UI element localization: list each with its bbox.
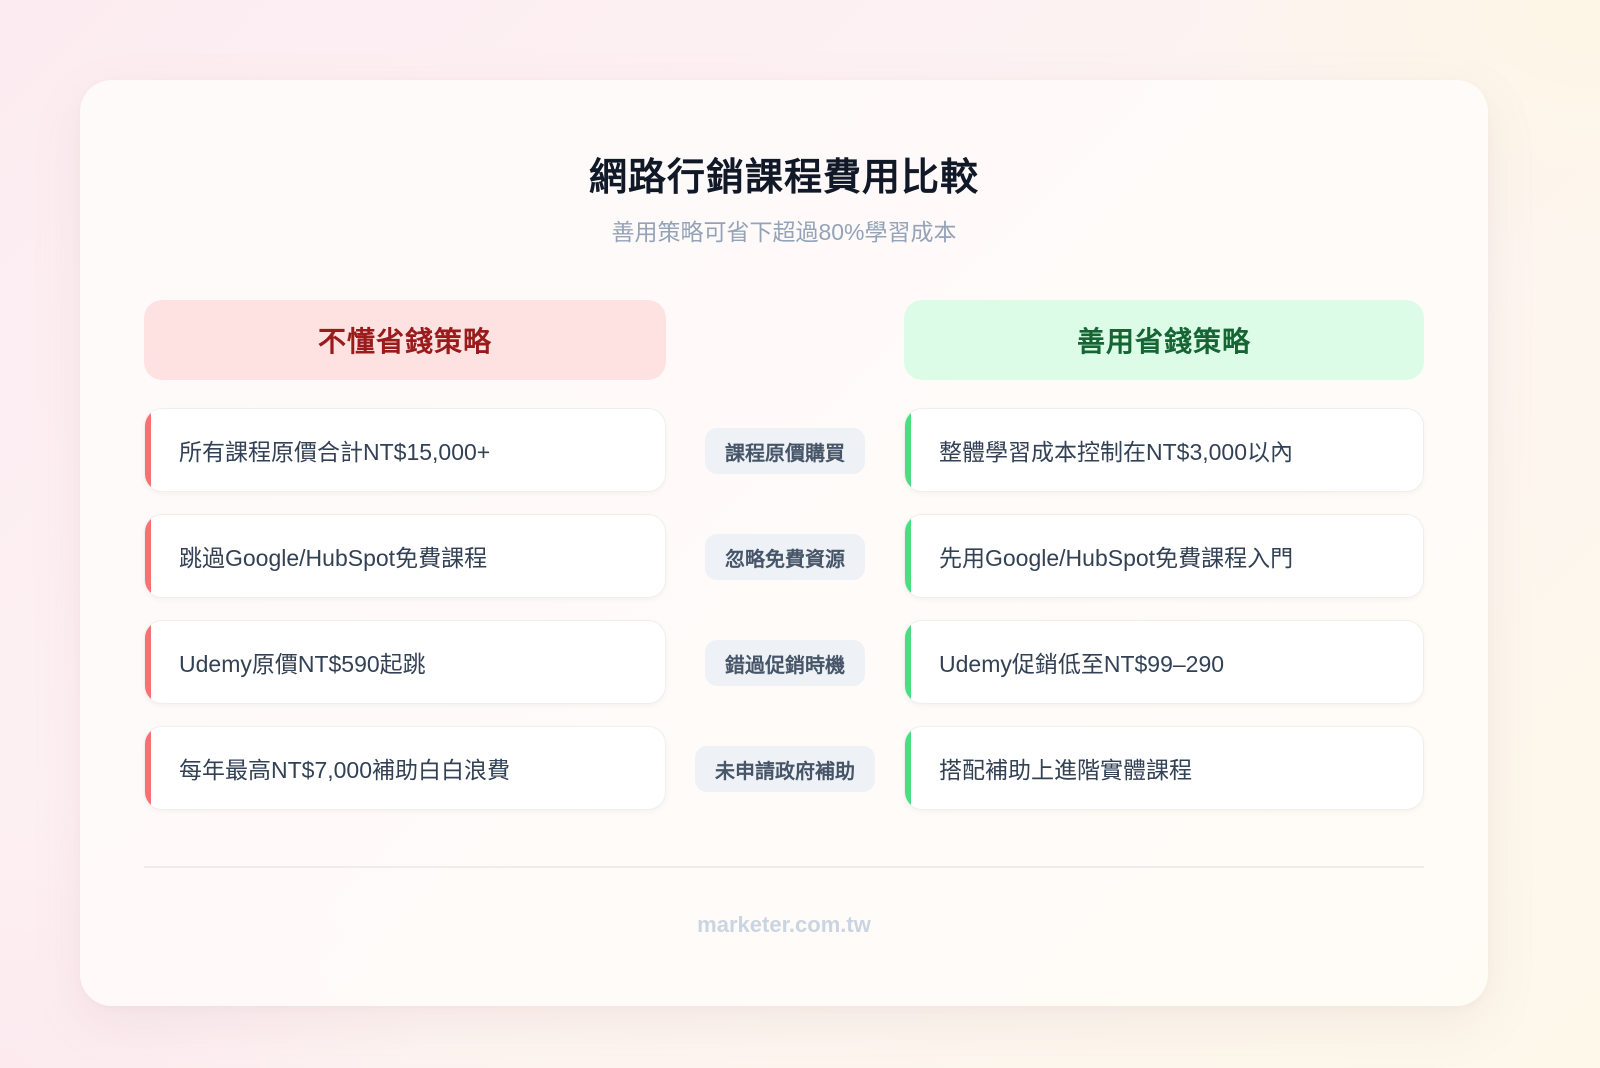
category-tag: 未申請政府補助 (695, 746, 875, 792)
footer-divider (144, 866, 1424, 868)
page-subtitle: 善用策略可省下超過80%學習成本 (611, 219, 957, 245)
column-header-without-strategy: 不懂省錢策略 (144, 300, 666, 380)
with-strategy-item: 整體學習成本控制在NT$3,000以內 (904, 408, 1424, 492)
comparison-row: 所有課程原價合計NT$15,000+ 課程原價購買 整體學習成本控制在NT$3,… (80, 408, 1488, 492)
category-tag: 課程原價購買 (705, 428, 865, 474)
with-strategy-item: Udemy促銷低至NT$99–290 (904, 620, 1424, 704)
without-strategy-item: Udemy原價NT$590起跳 (144, 620, 666, 704)
without-strategy-item: 所有課程原價合計NT$15,000+ (144, 408, 666, 492)
comparison-card: 網路行銷課程費用比較 善用策略可省下超過80%學習成本 不懂省錢策略 善用省錢策… (80, 80, 1488, 1006)
comparison-row: 跳過Google/HubSpot免費課程 忽略免費資源 先用Google/Hub… (80, 514, 1488, 598)
with-strategy-item: 先用Google/HubSpot免費課程入門 (904, 514, 1424, 598)
category-tag: 忽略免費資源 (705, 534, 865, 580)
with-strategy-item: 搭配補助上進階實體課程 (904, 726, 1424, 810)
without-strategy-item: 每年最高NT$7,000補助白白浪費 (144, 726, 666, 810)
column-header-with-strategy: 善用省錢策略 (904, 300, 1424, 380)
page-title: 網路行銷課程費用比較 (588, 157, 979, 199)
source-footer: marketer.com.tw (697, 912, 871, 937)
comparison-row: 每年最高NT$7,000補助白白浪費 未申請政府補助 搭配補助上進階實體課程 (80, 726, 1488, 810)
comparison-row: Udemy原價NT$590起跳 錯過促銷時機 Udemy促銷低至NT$99–29… (80, 620, 1488, 704)
without-strategy-item: 跳過Google/HubSpot免費課程 (144, 514, 666, 598)
category-tag: 錯過促銷時機 (705, 640, 865, 686)
